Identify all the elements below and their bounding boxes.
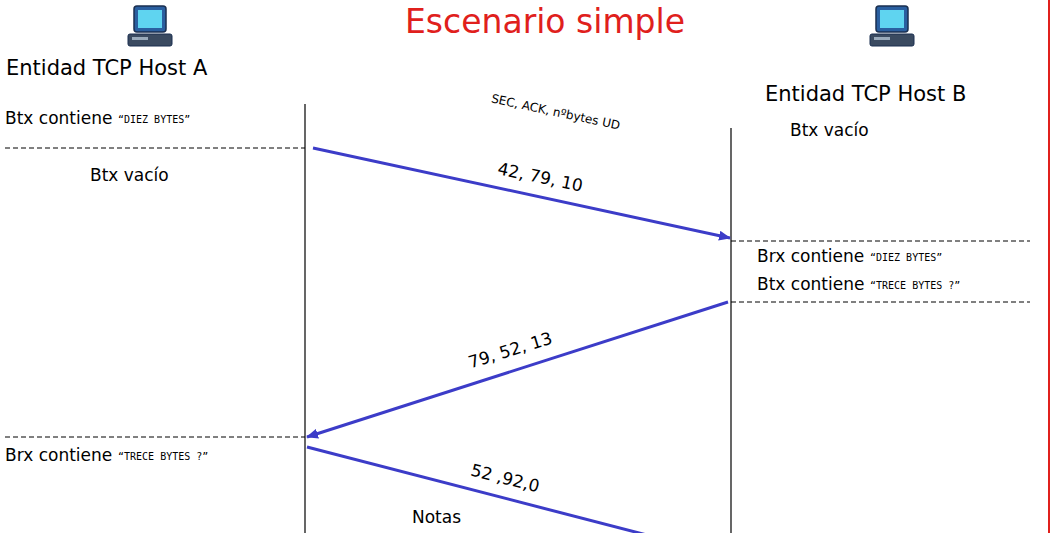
host-name: Entidad TCP Host A bbox=[6, 56, 207, 81]
diagram-title: Escenario simple bbox=[405, 2, 685, 42]
buffer-state: Btx contiene bbox=[5, 108, 112, 128]
dashed-line bbox=[5, 148, 305, 149]
dashed-line bbox=[731, 302, 1030, 303]
buffer-content: “DIEZ BYTES” bbox=[118, 114, 190, 126]
host-name: Entidad TCP Host B bbox=[765, 82, 966, 107]
notes-heading: Notas bbox=[412, 507, 461, 527]
computer-icon bbox=[870, 6, 914, 46]
segment-arrow bbox=[313, 148, 730, 238]
buffer-content: “DIEZ BYTES” bbox=[870, 252, 942, 264]
lifeline bbox=[730, 128, 731, 533]
segment-arrow bbox=[307, 447, 728, 533]
dashed-line bbox=[731, 241, 1030, 242]
segment-values: 79, 52, 13 bbox=[464, 327, 557, 373]
buffer-content: “TRECE BYTES ?” bbox=[118, 451, 208, 463]
field-legend: SEC, ACK, nºbytes UD bbox=[488, 91, 623, 133]
buffer-state: Brx contiene bbox=[757, 246, 864, 266]
lifeline bbox=[304, 104, 305, 533]
segment-arrow bbox=[307, 302, 728, 437]
buffer-state: Btx vacío bbox=[90, 165, 169, 185]
dashed-line bbox=[5, 437, 305, 438]
margin-line bbox=[1048, 0, 1050, 533]
computer-icon bbox=[128, 6, 172, 46]
buffer-state: Brx contiene bbox=[5, 445, 112, 465]
buffer-state: Btx vacío bbox=[790, 120, 869, 140]
buffer-content: “TRECE BYTES ?” bbox=[870, 280, 960, 292]
buffer-state: Btx contiene bbox=[757, 274, 864, 294]
